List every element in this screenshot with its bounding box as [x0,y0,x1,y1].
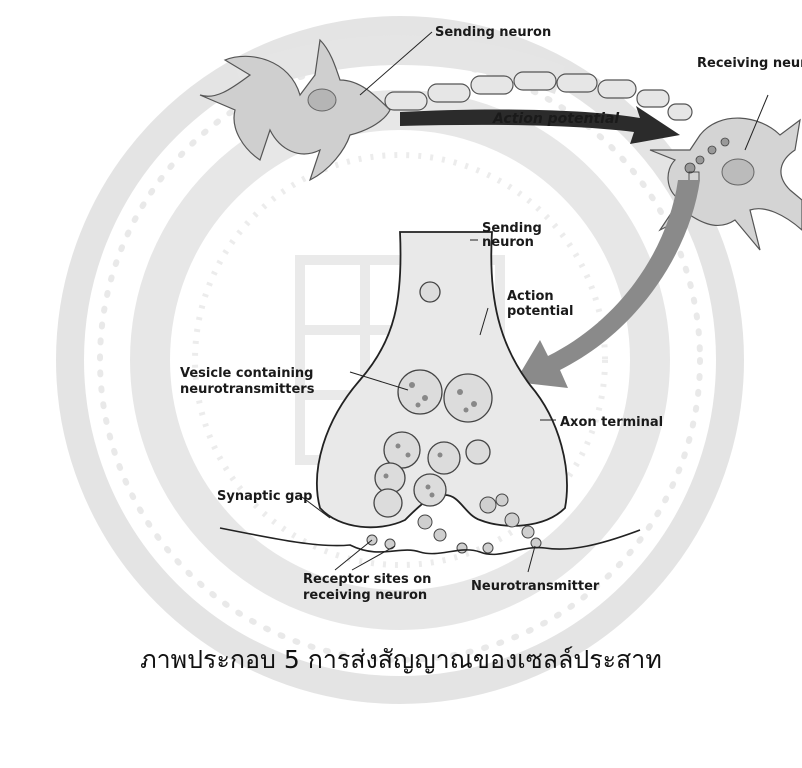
label-vesicle-2: neurotransmitters [180,382,315,397]
label-sending-neuron-top: Sending neuron [435,25,551,40]
label-sending-neuron-zoom-2: neuron [482,235,534,250]
figure-caption: ภาพประกอบ 5 การส่งสัญญาณของเซลล์ประสาท [0,640,802,680]
label-action-potential-top: Action potential [492,111,619,127]
label-receiving-neuron: Receiving neuror [697,56,802,71]
label-synaptic-gap: Synaptic gap [217,489,312,504]
label-neurotransmitter: Neurotransmitter [471,579,600,594]
label-sending-neuron-zoom-1: Sending [482,221,542,236]
label-receptor-sites-2: receiving neuron [303,588,427,603]
label-axon-terminal: Axon terminal [560,415,663,430]
label-action-potential-zoom-1: Action [507,289,554,304]
label-receptor-sites-1: Receptor sites on [303,572,431,587]
label-action-potential-zoom-2: potential [507,304,573,319]
label-vesicle-1: Vesicle containing [180,366,313,381]
